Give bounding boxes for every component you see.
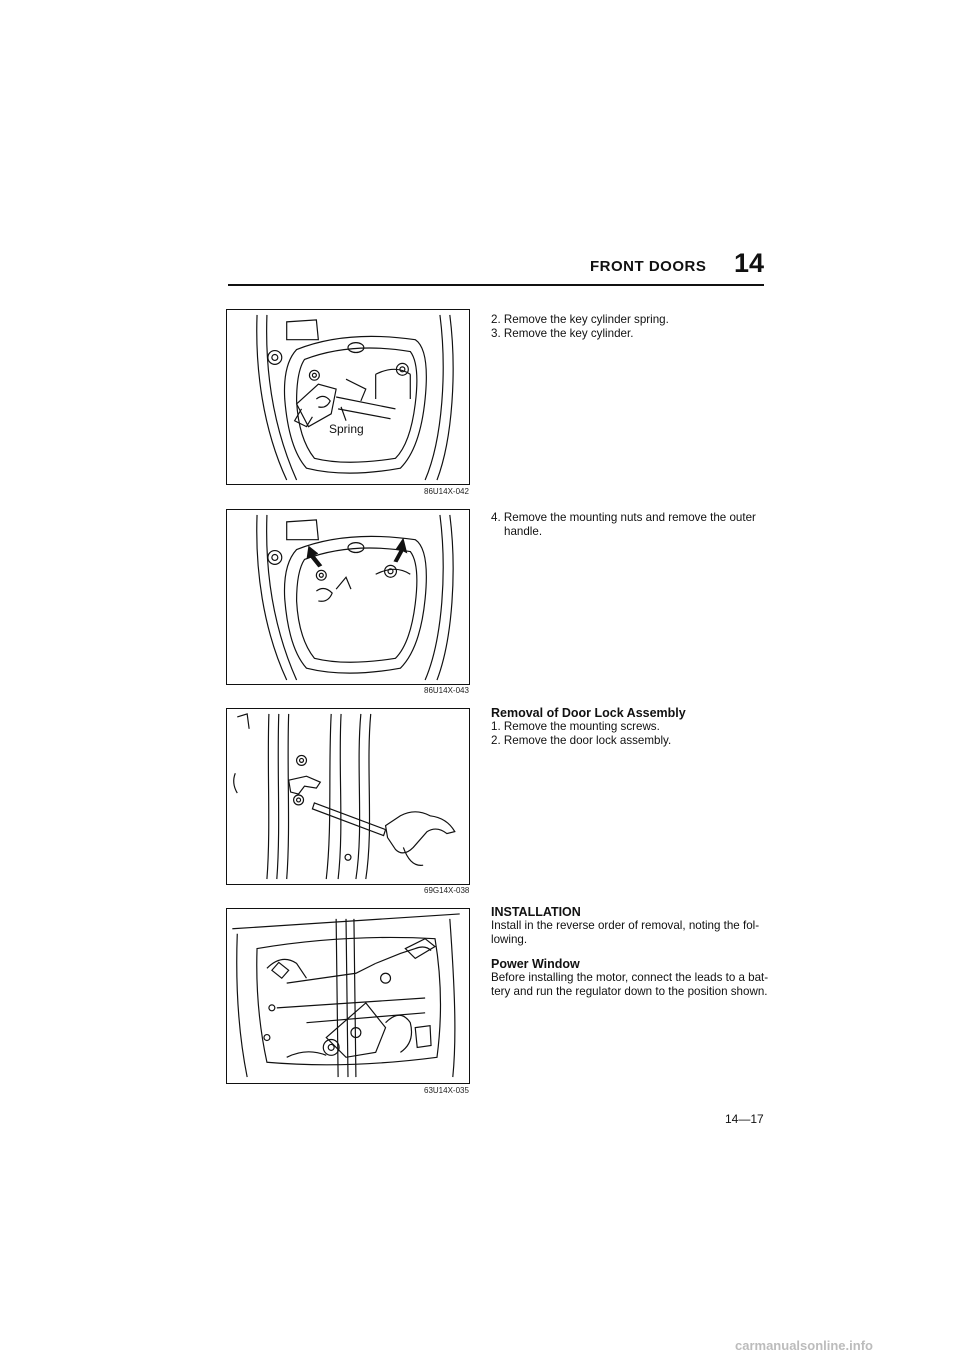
body-text: lowing.: [491, 933, 528, 946]
watermark: carmanualsonline.info: [735, 1338, 873, 1353]
step-text: 2. Remove the key cylinder spring.: [491, 313, 669, 326]
subsection-heading: Power Window: [491, 957, 580, 971]
section-heading: Removal of Door Lock Assembly: [491, 706, 686, 720]
figure-key-cylinder-spring: Spring: [226, 309, 470, 485]
page-number: 14—17: [725, 1112, 764, 1126]
body-text: Install in the reverse order of removal,…: [491, 919, 760, 932]
step-text: 4. Remove the mounting nuts and remove t…: [491, 511, 756, 524]
window-regulator-illustration: [232, 913, 460, 1078]
step-text-continued: handle.: [504, 525, 543, 538]
chapter-number: 14: [734, 248, 765, 278]
door-lock-illustration: [233, 713, 456, 880]
page-header-title: FRONT DOORS: [590, 258, 707, 275]
step-text: 2. Remove the door lock assembly.: [491, 734, 672, 747]
figure-door-lock: [226, 708, 470, 885]
figure-code: 86U14X-042: [424, 487, 469, 496]
figure-code: 69G14X-038: [424, 886, 470, 895]
figure-outer-handle: [226, 509, 470, 685]
door-panel-illustration: [256, 514, 454, 681]
spring-callout: Spring: [329, 422, 364, 436]
body-text: Before installing the motor, connect the…: [491, 971, 769, 984]
step-text: 1. Remove the mounting screws.: [491, 720, 660, 733]
figure-code: 63U14X-035: [424, 1086, 469, 1095]
step-text: 3. Remove the key cylinder.: [491, 327, 634, 340]
instructions-key-cylinder: 2. Remove the key cylinder spring. 3. Re…: [491, 313, 773, 341]
body-text: tery and run the regulator down to the p…: [491, 985, 768, 998]
instructions-outer-handle: 4. Remove the mounting nuts and remove t…: [491, 511, 773, 539]
section-heading: INSTALLATION: [491, 905, 581, 919]
instructions-installation: INSTALLATION Install in the reverse orde…: [491, 905, 773, 999]
instructions-door-lock: Removal of Door Lock Assembly 1. Remove …: [491, 706, 773, 748]
header-rule: [228, 284, 764, 286]
figure-power-window-regulator: [226, 908, 470, 1084]
figure-code: 86U14X-043: [424, 686, 469, 695]
door-panel-illustration: [256, 314, 454, 481]
